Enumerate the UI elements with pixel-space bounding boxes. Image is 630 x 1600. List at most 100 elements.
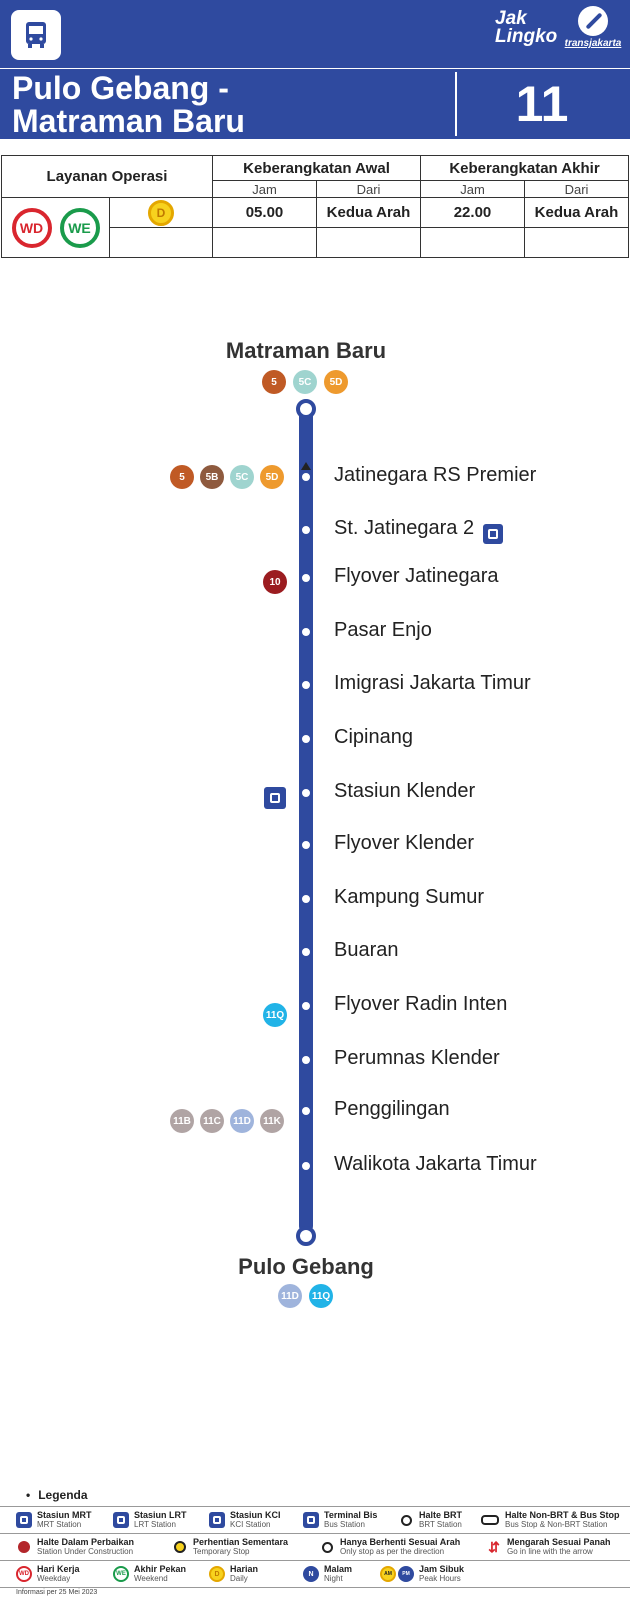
legend-item-name: Harian [230,1564,259,1574]
route-name: Pulo Gebang - Matraman Baru [12,70,245,139]
legend-item-name: Mengarah Sesuai Panah [507,1537,611,1547]
route-badge: 11K [260,1109,284,1133]
stop-name: Buaran [334,939,399,961]
jaklingko-logo: Jak Lingko [495,8,558,47]
arrow-direction-icon: ⇵ [488,1539,500,1555]
night-icon: N [303,1566,319,1582]
legend-item-sub: Bus Stop & Non-BRT Station [505,1520,608,1529]
legend-item-sub: BRT Station [419,1520,462,1529]
legend-item-sub: Station Under Construction [37,1547,134,1556]
stop-dot [300,1000,312,1012]
stop-name: Imigrasi Jakarta Timur [334,672,531,694]
last-from: Kedua Arah [524,197,629,228]
under-construction-icon [16,1539,32,1555]
service-daily-cell: D [109,197,213,228]
stop-dot [300,839,312,851]
route-badge: 11D [230,1109,254,1133]
legend-item-name: Stasiun LRT [134,1510,187,1520]
legend-item-sub: Peak Hours [419,1574,461,1583]
direction-stop-icon [319,1539,335,1555]
last-departure-header: Keberangkatan Akhir [420,155,629,181]
daily-icon: D [148,199,174,226]
legend-item-sub: Weekend [134,1574,168,1583]
title-bar [0,69,630,139]
daily-icon: D [209,1566,225,1582]
transjakarta-logo: transjakarta [563,6,623,56]
legend-item-sub: Only stop as per the direction [340,1547,445,1556]
lrt-station-icon [113,1512,129,1528]
stop-name: Jatinegara RS Premier [334,464,537,486]
stop-name: Flyover Klender [334,832,475,854]
route-badge: 5D [260,465,284,489]
end-terminal-dot [296,1226,316,1246]
stop-dot [300,1105,312,1117]
legend-item-sub: LRT Station [134,1520,176,1529]
legend-item-sub: Temporary Stop [193,1547,250,1556]
direction-arrow-icon [301,462,311,470]
stop-name: Flyover Jatinegara [334,565,499,587]
bus-station-icon [303,1512,319,1528]
route-badge: 5D [324,370,348,394]
stop-dot [300,893,312,905]
legend-item-name: Halte Non-BRT & Bus Stop [505,1510,620,1520]
route-badge: 11B [170,1109,194,1133]
brt-station-icon [398,1512,414,1528]
stop-name: St. Jatinegara 2 [334,517,475,539]
kci-station-icon [264,787,286,809]
weekend-icon: WE [113,1566,129,1582]
stop-name: Stasiun Klender [334,780,476,802]
service-header: Layanan Operasi [1,155,213,198]
stop-dot [300,1054,312,1066]
stop-dot [300,524,312,536]
stop-dot [300,1160,312,1172]
route-badge: 11Q [309,1284,333,1308]
legend-item-name: Halte Dalam Perbaikan [37,1537,135,1547]
route-badge: 10 [263,570,287,594]
legend-item-name: Halte BRT [419,1510,463,1520]
top-bar [0,0,630,68]
info-date: Informasi per 25 Mei 2023 [16,1589,98,1596]
weekday-icon: WD [11,207,52,248]
stop-dot [300,572,312,584]
route-badge: 5C [293,370,317,394]
route-badge: 5B [200,465,224,489]
start-terminal-name: Matraman Baru [225,338,387,363]
legend-item-name: Terminal Bis [324,1510,378,1520]
kci-station-icon [209,1512,225,1528]
legend-item-name: Perhentian Sementara [193,1537,289,1547]
legend-item-name: Stasiun KCI [230,1510,281,1520]
weekend-icon: WE [59,207,100,248]
legend-item-sub: Go in line with the arrow [507,1547,593,1556]
route-badge: 11C [200,1109,224,1133]
weekday-icon: WD [16,1566,32,1582]
legend-item-name: Hari Kerja [37,1564,80,1574]
legend-item-sub: KCI Station [230,1520,271,1529]
first-from: Kedua Arah [316,197,421,228]
legend-item-sub: Daily [230,1574,248,1583]
route-number-box: 11 [455,72,627,136]
route-badge: 5 [170,465,194,489]
legend-item-sub: Bus Station [324,1520,365,1529]
start-terminal-dot [296,399,316,419]
first-jam-label: Jam [212,180,317,198]
legend-item-name: Hanya Berhenti Sesuai Arah [340,1537,461,1547]
bus-station-icon [483,524,503,544]
non-brt-stop-icon [480,1512,500,1528]
first-departure-header: Keberangkatan Awal [212,155,421,181]
legend-item-name: Malam [324,1564,353,1574]
stop-name: Walikota Jakarta Timur [334,1153,537,1175]
stop-name: Cipinang [334,726,413,748]
stop-dot [300,946,312,958]
route-number: 11 [515,76,569,132]
